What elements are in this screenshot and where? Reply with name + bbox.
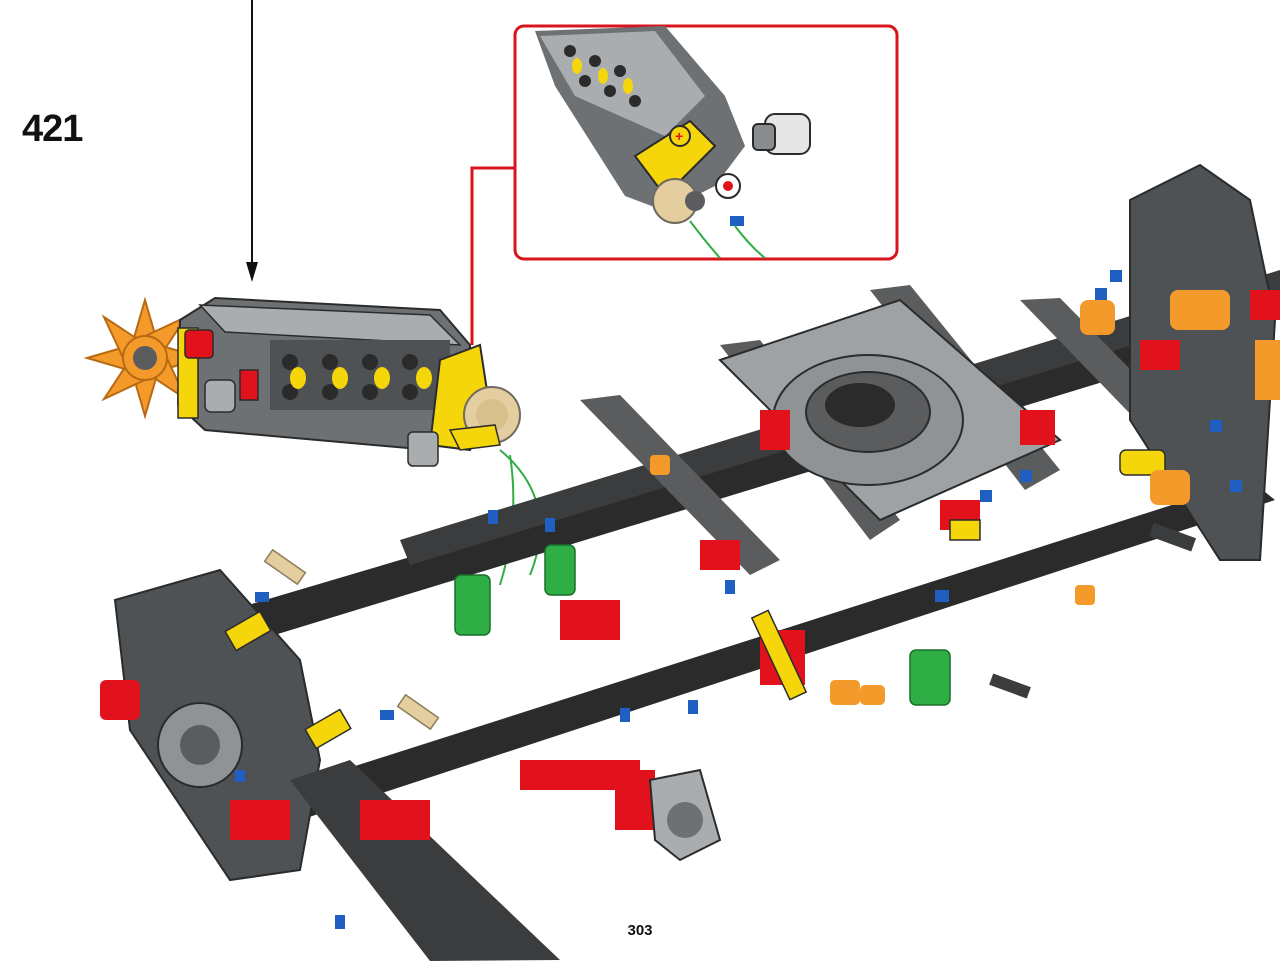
- chassis-assembly: [100, 163, 1280, 961]
- page-number: 303: [627, 922, 653, 939]
- engine-subassembly: [83, 296, 541, 586]
- step-number: 421: [22, 108, 83, 150]
- callout-connector: [470, 166, 516, 345]
- svg-text:+: +: [675, 128, 683, 144]
- detail-callout: +: [513, 24, 899, 261]
- placement-arrow: [246, 0, 258, 282]
